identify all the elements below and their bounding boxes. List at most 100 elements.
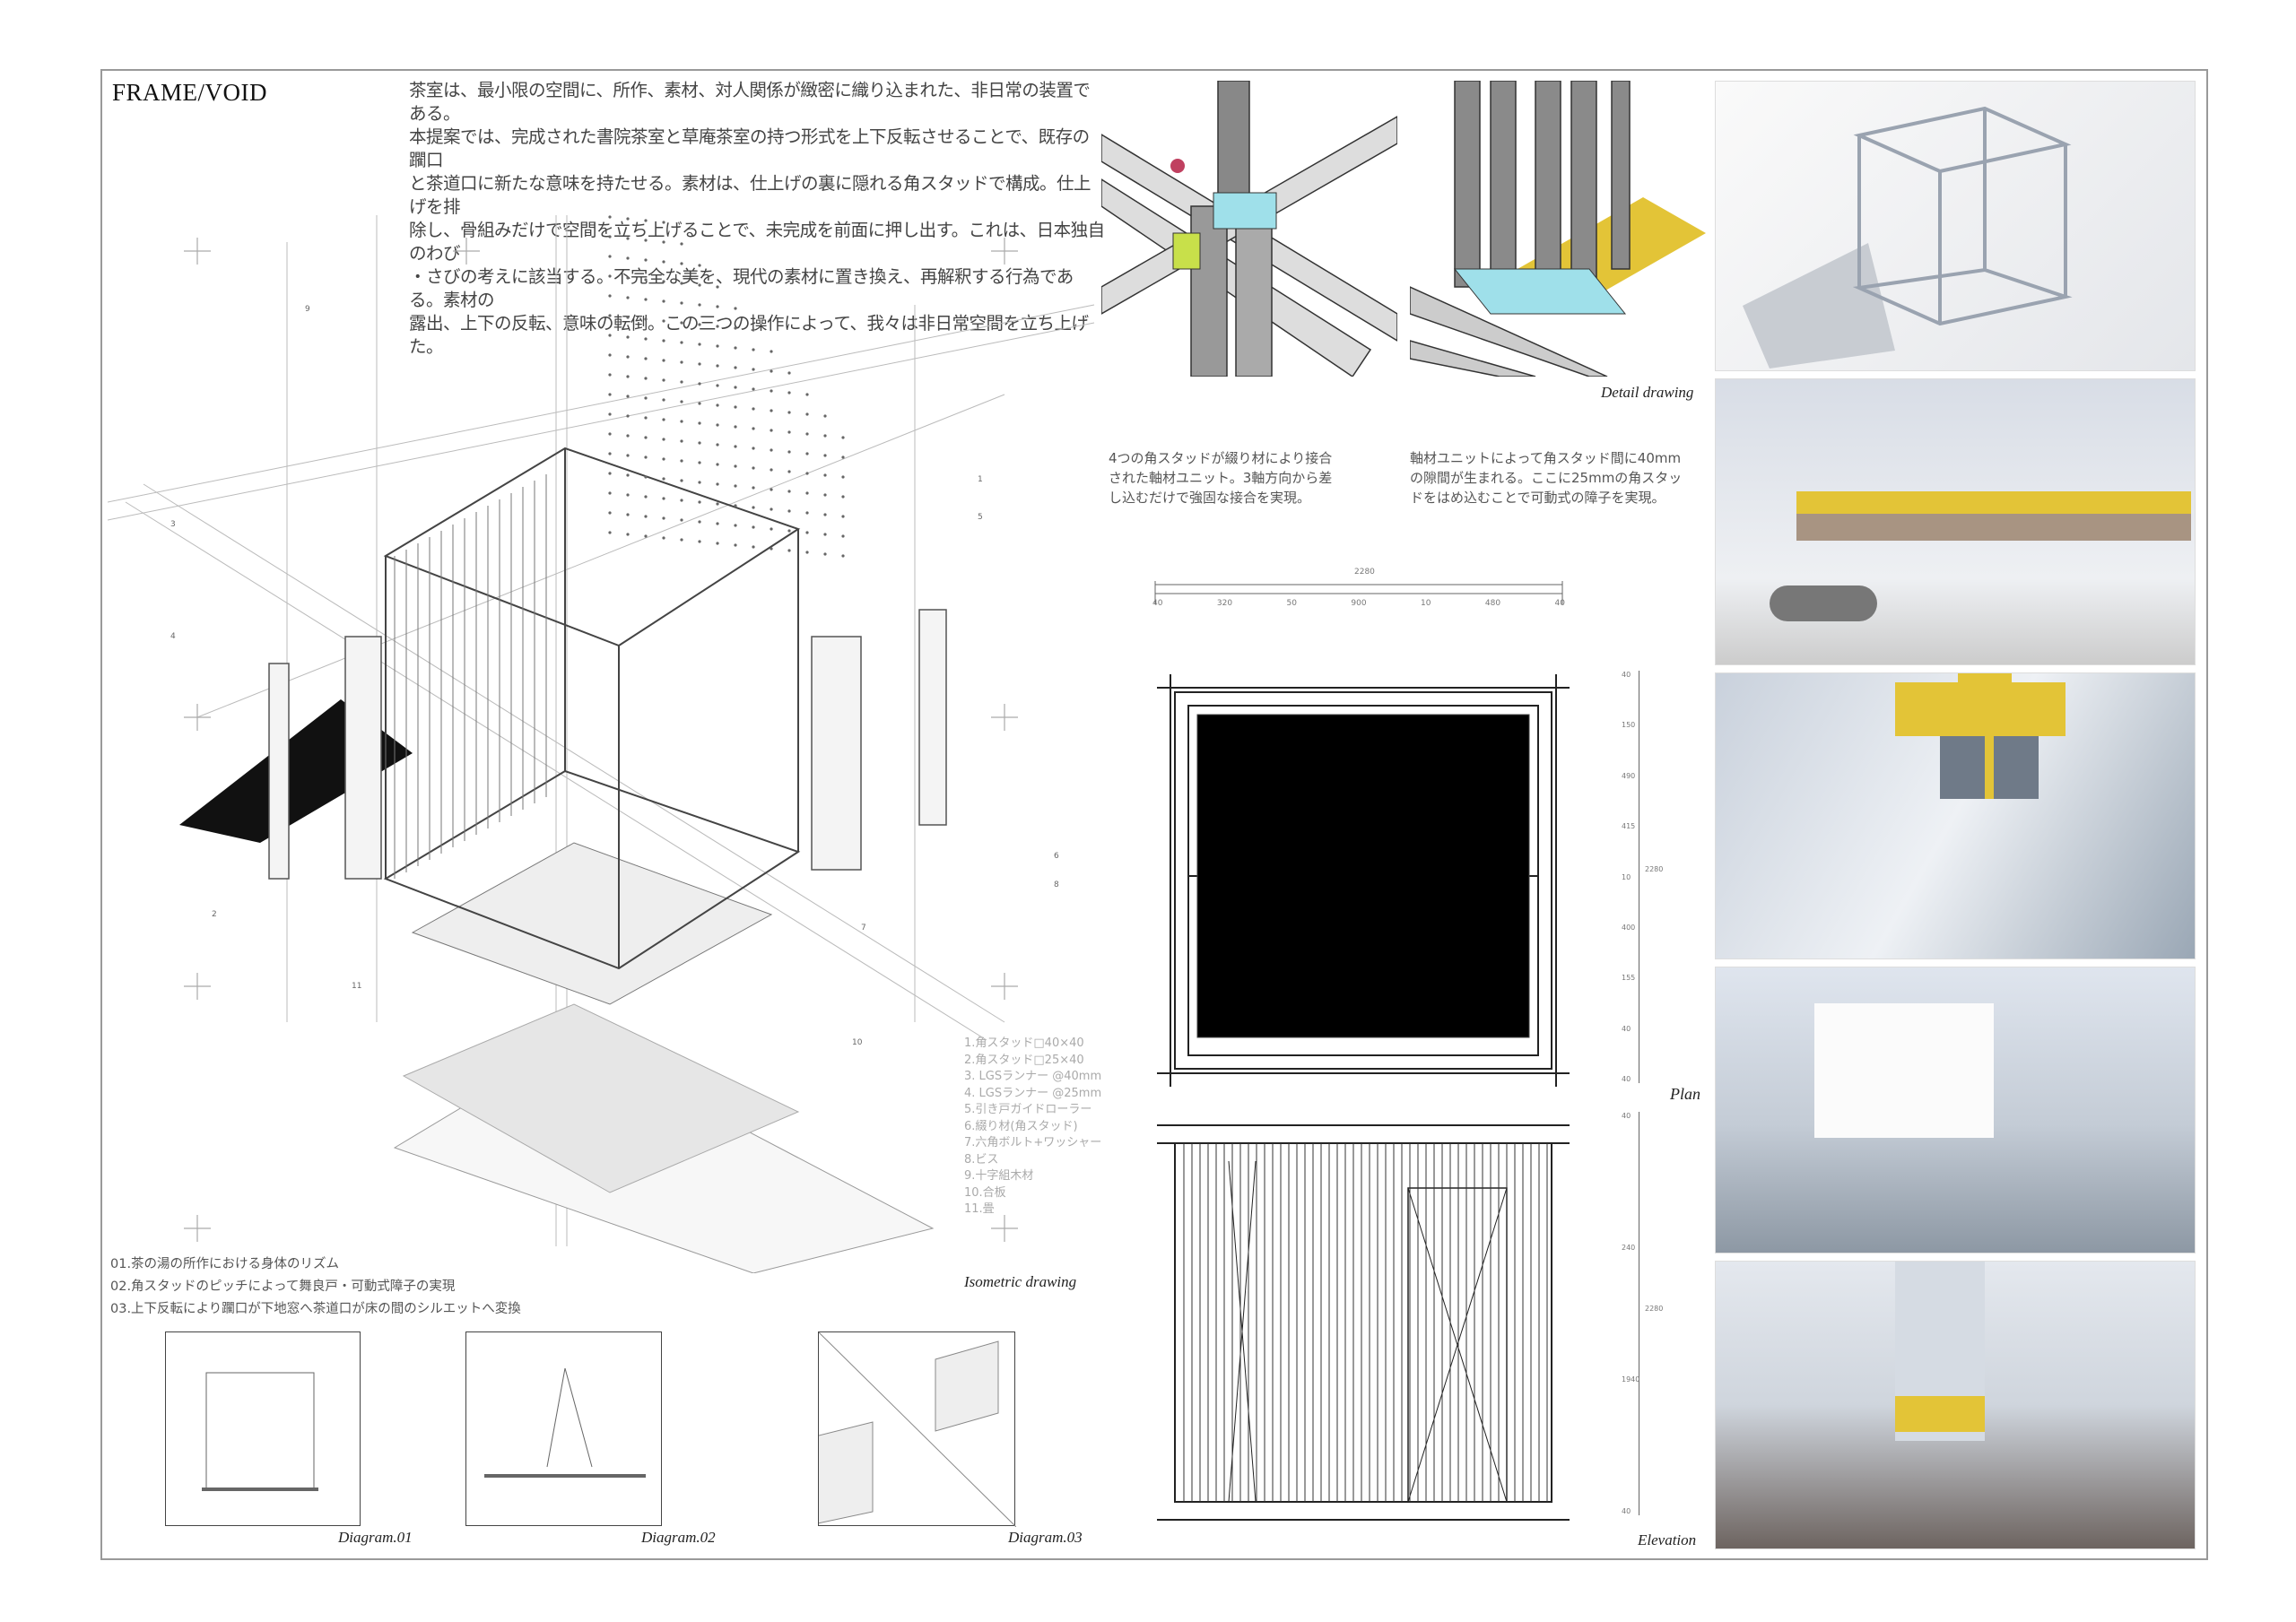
perforation-dot [662,359,665,362]
perforation-dot [662,418,665,421]
detail-drawing-joint [1101,81,1397,377]
perforation-dot [644,534,648,538]
perforation-dot [716,463,719,466]
perforation-dot [787,450,791,454]
perforation-dot [698,402,701,405]
dim: 1940 [1622,1375,1640,1383]
diagram-02-box [465,1331,662,1526]
plan-width-total: 2280 [1354,568,1375,577]
perforation-dot [716,325,719,328]
perforation-dot [662,438,665,441]
perforation-dot [608,531,612,534]
perforation-dot [770,389,773,393]
perforation-dot [662,516,665,520]
perforation-dot [752,368,755,371]
perforation-dot [752,328,755,332]
perforation-dot [608,412,612,416]
perforation-dot [644,239,648,242]
plan-width-dimension [1154,581,1563,604]
perforation-dot [787,490,791,493]
perforation-dot [752,466,755,470]
perforation-dot [698,520,701,524]
perforation-dot [698,343,701,346]
perforation-dot [805,531,809,534]
dim: 40 [1622,1112,1631,1120]
perforation-dot [823,552,827,556]
perforation-dot [698,362,701,366]
elevation-drawing [1157,1124,1570,1521]
dim: 320 [1216,599,1233,608]
perforation-dot [752,348,755,351]
perforation-dot [680,459,683,463]
dim: 40 [1554,599,1565,608]
legend-item: 3. LGSランナー @40mm [964,1070,1102,1083]
perforation-dot [680,341,683,344]
perforation-dot [716,443,719,447]
perforation-dot [644,317,648,321]
callout-11: 11 [352,982,362,991]
perforation-dot [734,307,737,310]
perforation-dot [698,500,701,504]
concept-line: 本提案では、完成された書院茶室と草庵茶室の持つ形式を上下反転させることで、既存の… [409,126,1090,170]
perforation-dot [787,470,791,473]
perforation-dot [626,473,630,477]
concept-line: 除し、骨組みだけで空間を立ち上げることで、未完成を前面に押し出す。これは、日本独… [409,220,1105,264]
perforation-dot [698,382,701,386]
board-title: FRAME/VOID [112,79,268,106]
perforation-dot [626,237,630,240]
detail-drawing-slot [1410,81,1706,377]
note-line: の隙間が生まれる。ここに25mmの角スタッ [1410,470,1683,486]
perforation-dot [770,468,773,472]
perforation-dot [805,491,809,495]
perforation-dot [644,298,648,301]
perforation-dot [608,235,612,239]
dim: 40 [1622,1507,1631,1515]
perforation-dot [662,477,665,481]
render-photo-underfloor [1715,1261,2196,1549]
diagram-02-label: Diagram.02 [641,1529,716,1546]
perforation-dot [787,509,791,513]
perforation-dot [608,334,612,337]
dim: 40 [1622,671,1631,679]
perforation-dot [626,316,630,319]
perforation-dot [680,262,683,265]
perforation-dot [698,540,701,543]
perforation-dot [823,414,827,418]
perforation-dot [626,217,630,221]
diagram-note: 02.角スタッドのピッチによって舞良戸・可動式障子の実現 [110,1279,456,1294]
perforation-dot [626,355,630,359]
perforation-dot [770,448,773,452]
perforation-dot [752,545,755,549]
legend-item: 10.合板 [964,1185,1006,1200]
perforation-dot [626,533,630,536]
perforation-dot [841,534,845,538]
detail-note-1: 4つの角スタッドが綴り材により接合 された軸材ユニット。3軸方向から差 し込むだ… [1109,448,1332,507]
dim: 40 [1622,1075,1631,1083]
perforation-dot [805,511,809,515]
perforation-dot [734,405,737,409]
legend-item: 9.十字組木材 [964,1169,1034,1183]
isometric-drawing [108,215,1095,1273]
perforation-dot [680,518,683,522]
perforation-dot [608,274,612,278]
perforation-dot [823,473,827,477]
perforation-dot [608,373,612,377]
perforation-dot [734,386,737,389]
perforation-dot [823,533,827,536]
perforation-dot [698,303,701,307]
perforation-dot [662,319,665,323]
perforation-dot [608,353,612,357]
perforation-dot [680,439,683,443]
legend-item: 7.六角ボルト+ワッシャー [964,1136,1102,1149]
perforation-dot [805,452,809,455]
perforation-dot [734,504,737,507]
diagram-03-box [818,1331,1016,1527]
callout-3: 3 [170,520,176,529]
perforation-dot [644,337,648,341]
perforation-dot [734,445,737,448]
diagram-01-box [165,1331,361,1526]
dim: 40 [1152,599,1163,608]
perforation-dot [734,366,737,369]
